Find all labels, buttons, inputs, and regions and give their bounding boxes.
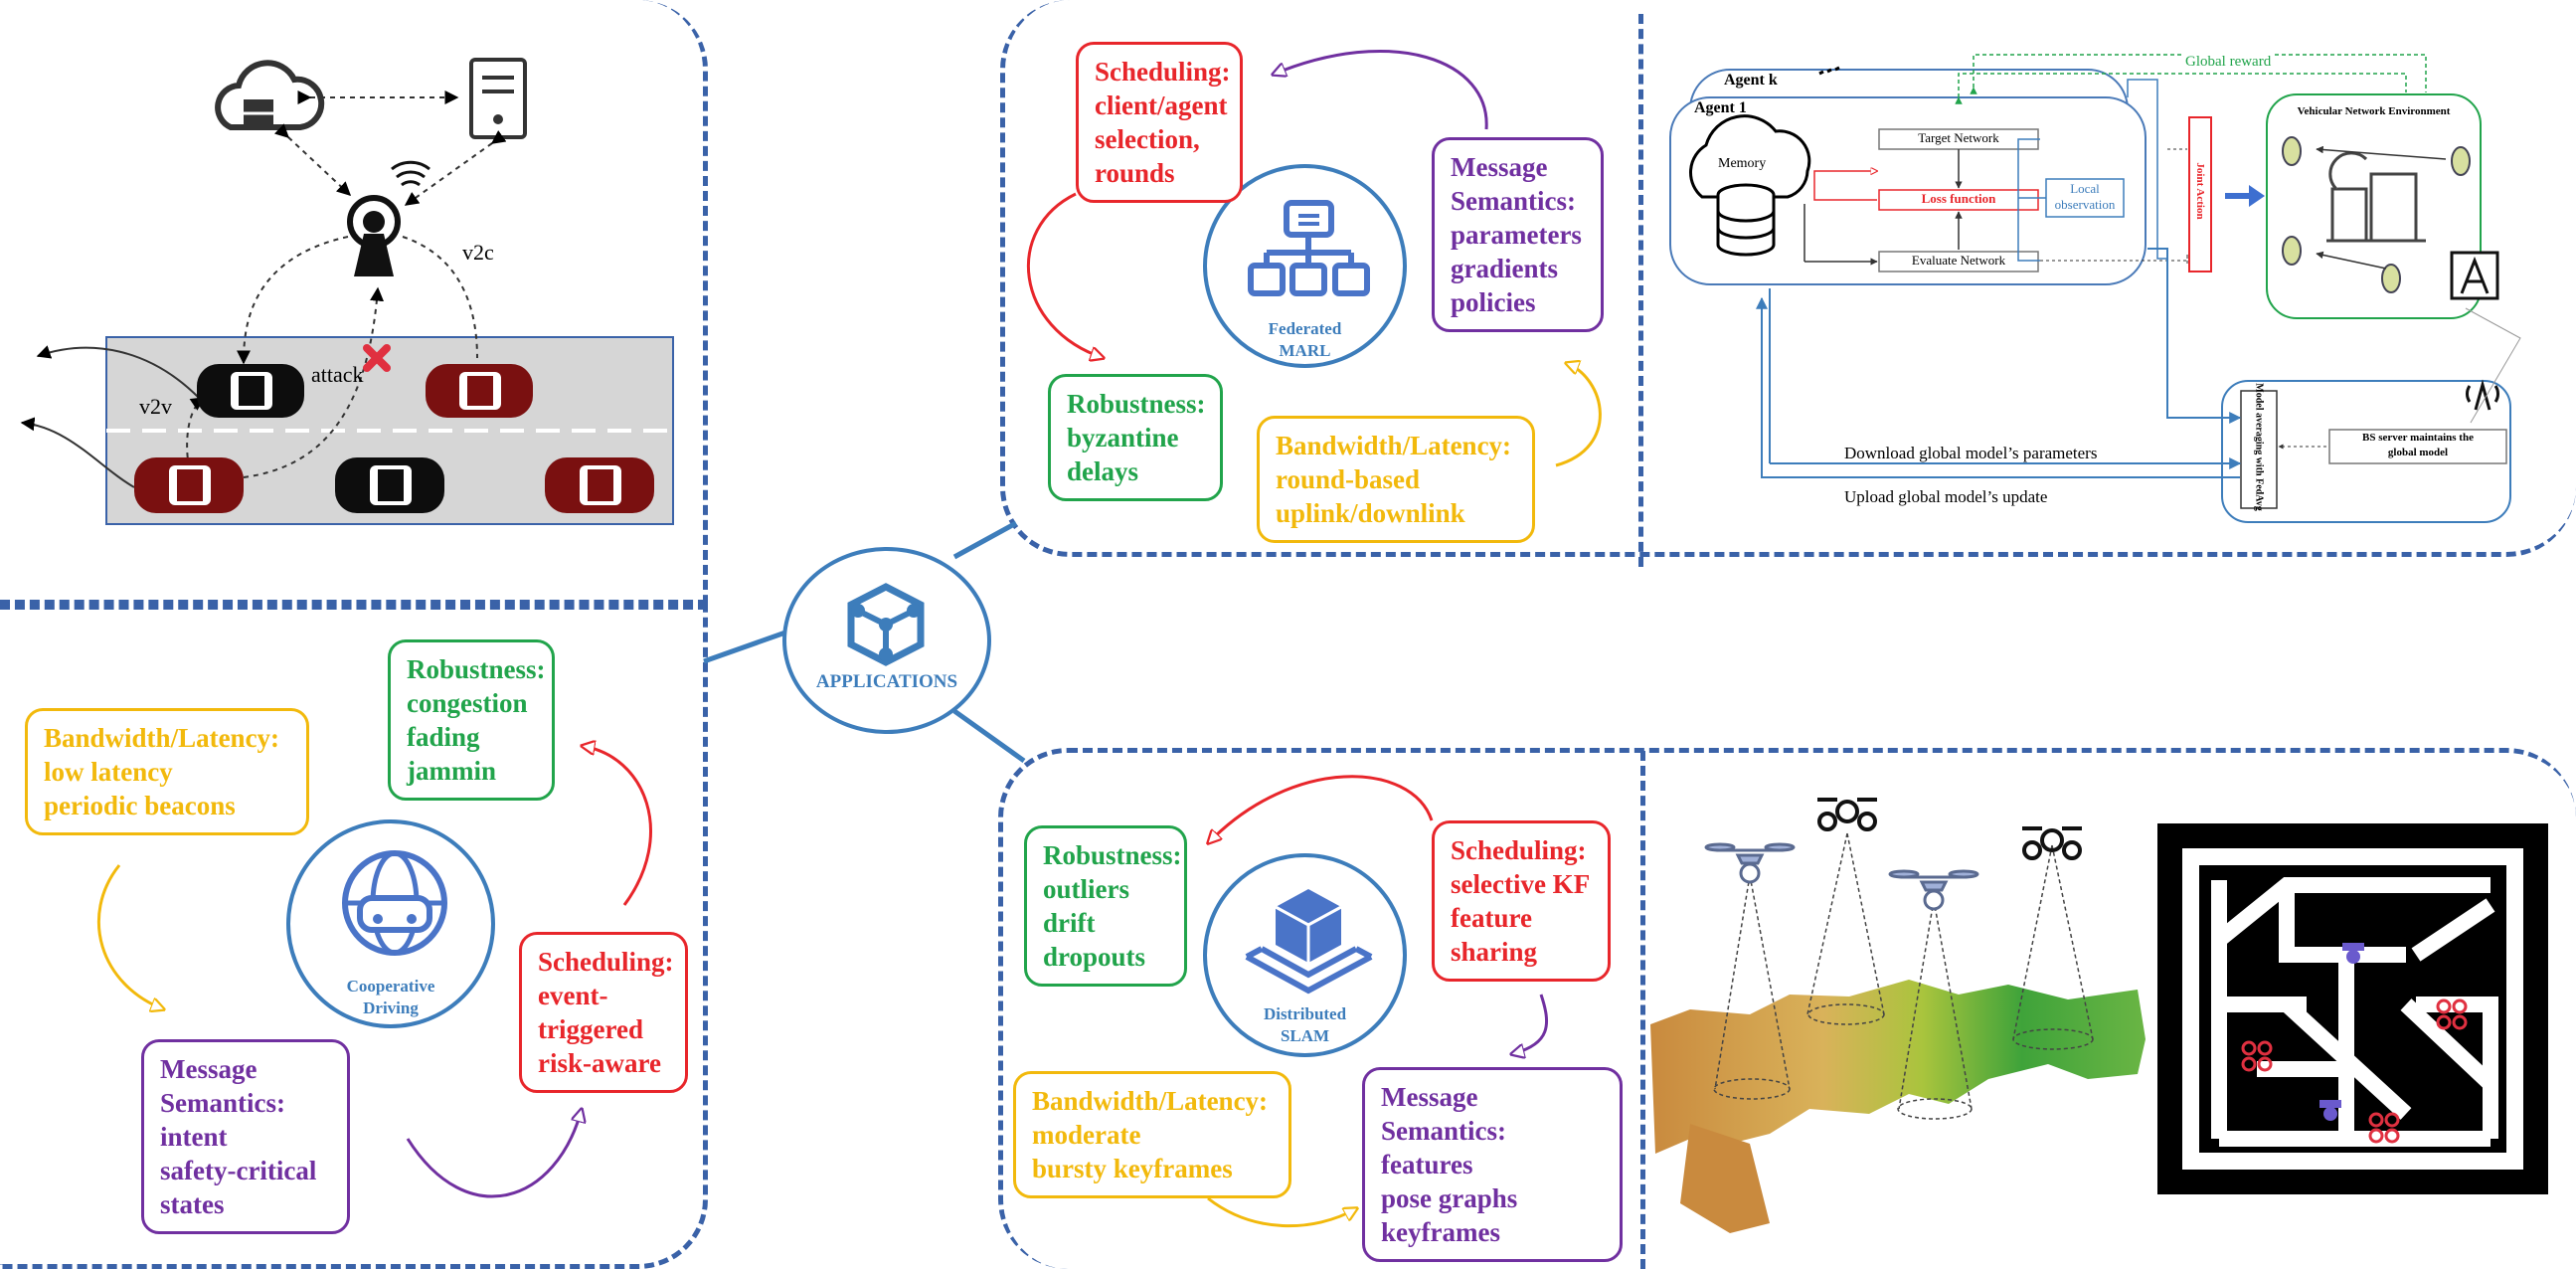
drone-icon-3 [1888, 869, 1979, 911]
marl-label-1: Federated [1268, 319, 1342, 338]
bs-server-label-1: BS server maintains the [2362, 432, 2474, 444]
marl-label-2: MARL [1279, 341, 1331, 360]
slam-label-1: Distributed [1263, 1004, 1347, 1023]
drone-icons-env [2282, 136, 2471, 293]
car-black-1 [197, 364, 304, 418]
agent-1-label: Agent 1 [1694, 99, 1747, 116]
car-black-2 [335, 457, 444, 513]
cube-platform-icon [1245, 889, 1373, 995]
local-observation-label-1: Local [2070, 181, 2100, 196]
cooperative-label-1: Cooperative [346, 977, 435, 996]
cooperative-panel [0, 605, 708, 1269]
drone-icon-2 [1817, 798, 1877, 831]
car-red-1 [426, 364, 533, 418]
v2x-panel [0, 0, 708, 605]
upload-label: Upload global model’s update [1844, 487, 2048, 506]
map-drone-red-3 [2368, 1112, 2400, 1144]
loss-function-label: Loss function [1921, 191, 1996, 206]
evaluate-network-label: Evaluate Network [1911, 253, 2006, 268]
v2c-label: v2c [462, 240, 494, 265]
server-icon [469, 58, 527, 139]
download-label: Download global model’s parameters [1844, 444, 2098, 462]
hierarchy-icon [1248, 200, 1370, 296]
map-drone-red-2 [2436, 998, 2468, 1030]
agent-k-label: Agent k [1724, 72, 1778, 89]
drone-icon-1 [1704, 842, 1796, 884]
marl-divider [1638, 14, 1643, 567]
applications-node: APPLICATIONS [782, 547, 991, 734]
slam-divider [1640, 751, 1645, 1269]
building-icon [2326, 151, 2426, 243]
maze-map [2157, 823, 2548, 1194]
camera-cones [1713, 832, 2094, 1120]
v2v-label: v2v [139, 394, 172, 419]
marl-panel [1000, 0, 2576, 557]
bs-server-label-2: global model [2387, 447, 2449, 458]
cloud-icon [215, 60, 325, 130]
cooperative-label-2: Driving [363, 998, 419, 1017]
target-network-label: Target Network [1918, 130, 1999, 145]
map-drone-blue-1 [2342, 943, 2364, 964]
memory-label: Memory [1718, 156, 1767, 171]
distributed-slam-node: Distributed SLAM [1203, 853, 1407, 1057]
base-station-icon [347, 160, 430, 276]
slam-panel [998, 748, 2576, 1269]
joint-action-label: Joint Action [2194, 162, 2206, 220]
model-avg-label: Model averaging with FedAvg [2253, 383, 2265, 511]
applications-label: APPLICATIONS [815, 671, 958, 692]
map-drone-red-1 [2241, 1040, 2273, 1072]
map-drone-blue-2 [2319, 1100, 2341, 1121]
global-reward-label: Global reward [2182, 54, 2275, 71]
env-label: Vehicular Network Environment [2297, 105, 2451, 117]
attack-label: attack [311, 362, 364, 387]
car-red-3 [545, 457, 654, 513]
center-connectors [703, 520, 1026, 764]
cube-network-icon [847, 583, 925, 666]
slam-label-2: SLAM [1280, 1026, 1330, 1045]
architecture-diagram [1669, 54, 2521, 523]
terrain-image [1650, 980, 2146, 1233]
local-observation-label-2: observation [2054, 197, 2116, 212]
drone-icon-4 [2022, 826, 2082, 860]
globe-car-icon [342, 850, 447, 956]
car-red-2 [134, 457, 244, 513]
attack-x-icon [363, 344, 391, 372]
cooperative-driving-node: Cooperative Driving [286, 819, 495, 1028]
